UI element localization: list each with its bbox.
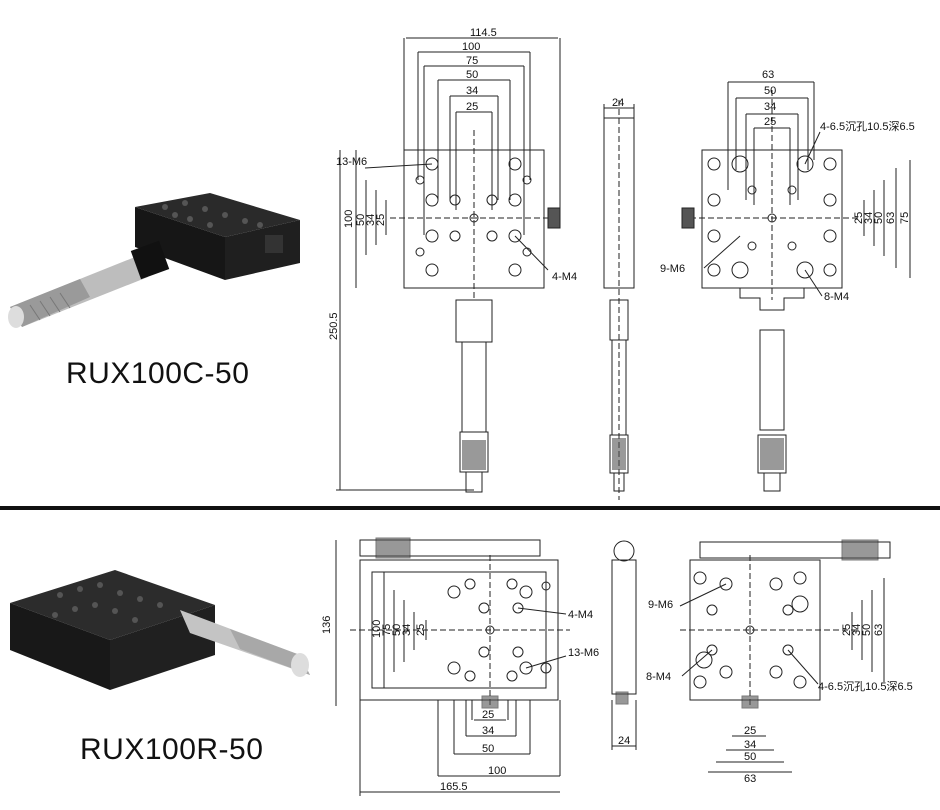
dim-back-w3: 25 [764,116,776,128]
dim-r-height: 136 [321,616,333,634]
dim-r-b4: 165.5 [440,781,468,793]
dim-rb-h1: 34 [851,624,863,636]
side-r-body [611,559,637,695]
dim-rb-b3: 63 [744,773,756,785]
dim-back-h3: 63 [885,212,897,224]
dim-back-w2: 34 [764,101,776,113]
dim-r-b2: 50 [482,743,494,755]
dim-r-h2: 50 [391,624,403,636]
front-holes [415,157,532,277]
dim-front-w2: 75 [466,55,478,67]
callout-r-counterbore: 4-6.5沉孔10.5深6.5 [818,680,913,693]
dim-rb-h0: 25 [841,624,853,636]
dim-front-w4: 34 [466,85,478,97]
dim-front-w3: 50 [466,69,478,81]
dim-back-h1: 34 [863,212,875,224]
dim-r-h0: 100 [371,620,383,638]
dim-side-width: 24 [612,97,624,109]
callout-8-m4: 8-M4 [824,291,849,303]
dim-total-height: 250.5 [328,312,340,340]
callout-9-m6: 9-M6 [660,263,685,275]
dim-rb-h3: 63 [873,624,885,636]
dim-r-h1: 75 [381,624,393,636]
dim-r-h4: 25 [415,624,427,636]
back-r-holes [693,571,809,689]
callout-r-13-m6: 13-M6 [568,647,599,659]
dim-r-b0: 25 [482,709,494,721]
dim-back-h4: 75 [899,212,911,224]
model-label-r: RUX100R-50 [80,733,264,766]
section-divider [0,506,940,510]
dim-rb-h2: 50 [861,624,873,636]
dim-rb-b2: 50 [744,751,756,763]
callout-r-4-m4: 4-M4 [568,609,593,621]
dim-back-w1: 50 [764,85,776,97]
callout-4-m4: 4-M4 [552,271,577,283]
dim-back-w0: 63 [762,69,774,81]
dim-back-h2: 50 [873,212,885,224]
dim-r-side-width: 24 [618,735,630,747]
dim-front-h1: 50 [355,214,367,226]
callout-counterbore: 4-6.5沉孔10.5深6.5 [820,120,915,133]
dim-front-w1: 100 [462,41,480,53]
dim-back-h0: 25 [853,212,865,224]
back-holes [707,155,837,279]
dim-rb-b0: 25 [744,725,756,737]
callout-13-m6: 13-M6 [336,156,367,168]
dim-front-h2: 34 [365,214,377,226]
dim-rb-b1: 34 [744,739,756,751]
dim-r-b3: 100 [488,765,506,777]
front-r-holes [447,578,552,682]
callout-r-8-m4: 8-M4 [646,671,671,683]
rux100r-drawings: 136 100 75 50 34 25 25 34 50 100 165.5 4… [321,537,913,796]
rux100c-photo [8,193,300,328]
dim-front-w5: 25 [466,101,478,113]
dim-front-w0: 114.5 [470,27,497,39]
callout-r-9-m6: 9-M6 [648,599,673,611]
dim-front-h0: 100 [343,210,355,228]
dim-r-b1: 34 [482,725,494,737]
rux100r-photo [10,570,310,690]
dim-r-h3: 34 [401,624,413,636]
dim-front-h3: 25 [375,214,387,226]
rux100c-drawings: 114.5 100 75 50 34 25 100 50 34 25 250.5… [328,27,915,500]
model-label-c: RUX100C-50 [66,357,250,390]
